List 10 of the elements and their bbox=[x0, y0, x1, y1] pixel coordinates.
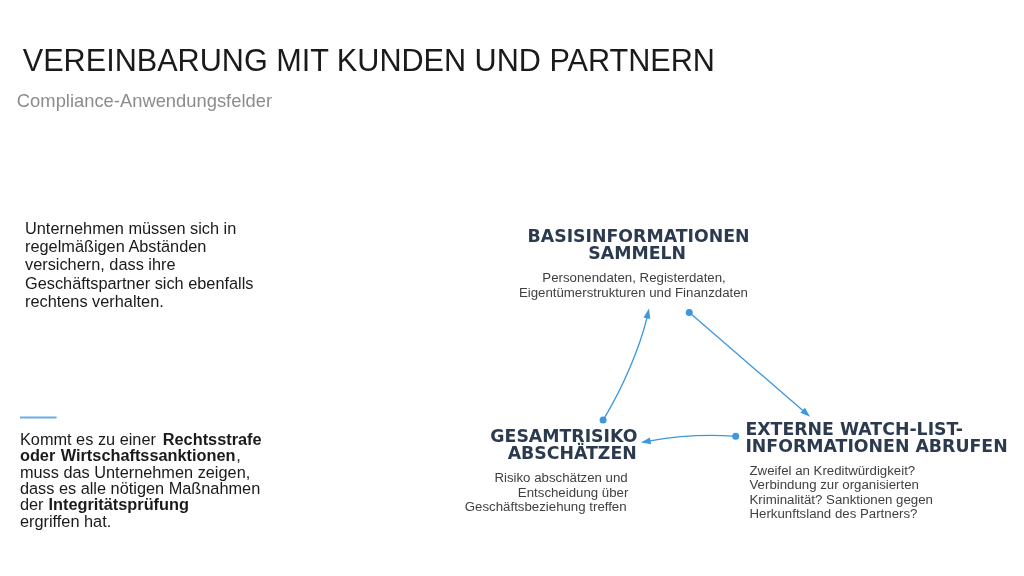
label: Compliance-Anwendungsfelder bbox=[16, 89, 273, 111]
arrow bbox=[685, 308, 811, 417]
label: Kommt es zu einer Rechtsstrafe oder Wirtschaftssanktionen, muss das Unternehmen zeigen, dass es alle nötigen Maßnahmen der Integritätsprüfung ergriffen hat. bbox=[19, 429, 262, 530]
arrow bbox=[640, 432, 740, 444]
label: Unternehmen müssen sich in regelmäßigen Abständen versichern, dass ihre Geschäftspartner sich ebenfalls rechtens verhalten. bbox=[25, 218, 254, 310]
arrow bbox=[599, 308, 651, 424]
node-text: GESAMTRISIKO ABSCHÄTZEN Risiko abschätzen und Entscheidung über Geschäftsbeziehung treffen bbox=[464, 425, 638, 514]
diagram-title: VEREINBARUNG MIT KUNDEN UND PARTNERN bbox=[22, 42, 715, 77]
node-text: BASISINFORMATIONEN SAMMELN Personendaten, Registerdaten, Eigentümerstrukturen und Finanzdaten bbox=[518, 225, 750, 300]
node-text: EXTERNE WATCH-LIST-INFORMATIONEN ABRUFEN Zweifel an Kreditwürdigkeit? Verbindung zur organisierten Kriminalität? Sanktionen gegen Herkunftsland des Partners? bbox=[745, 418, 1008, 521]
